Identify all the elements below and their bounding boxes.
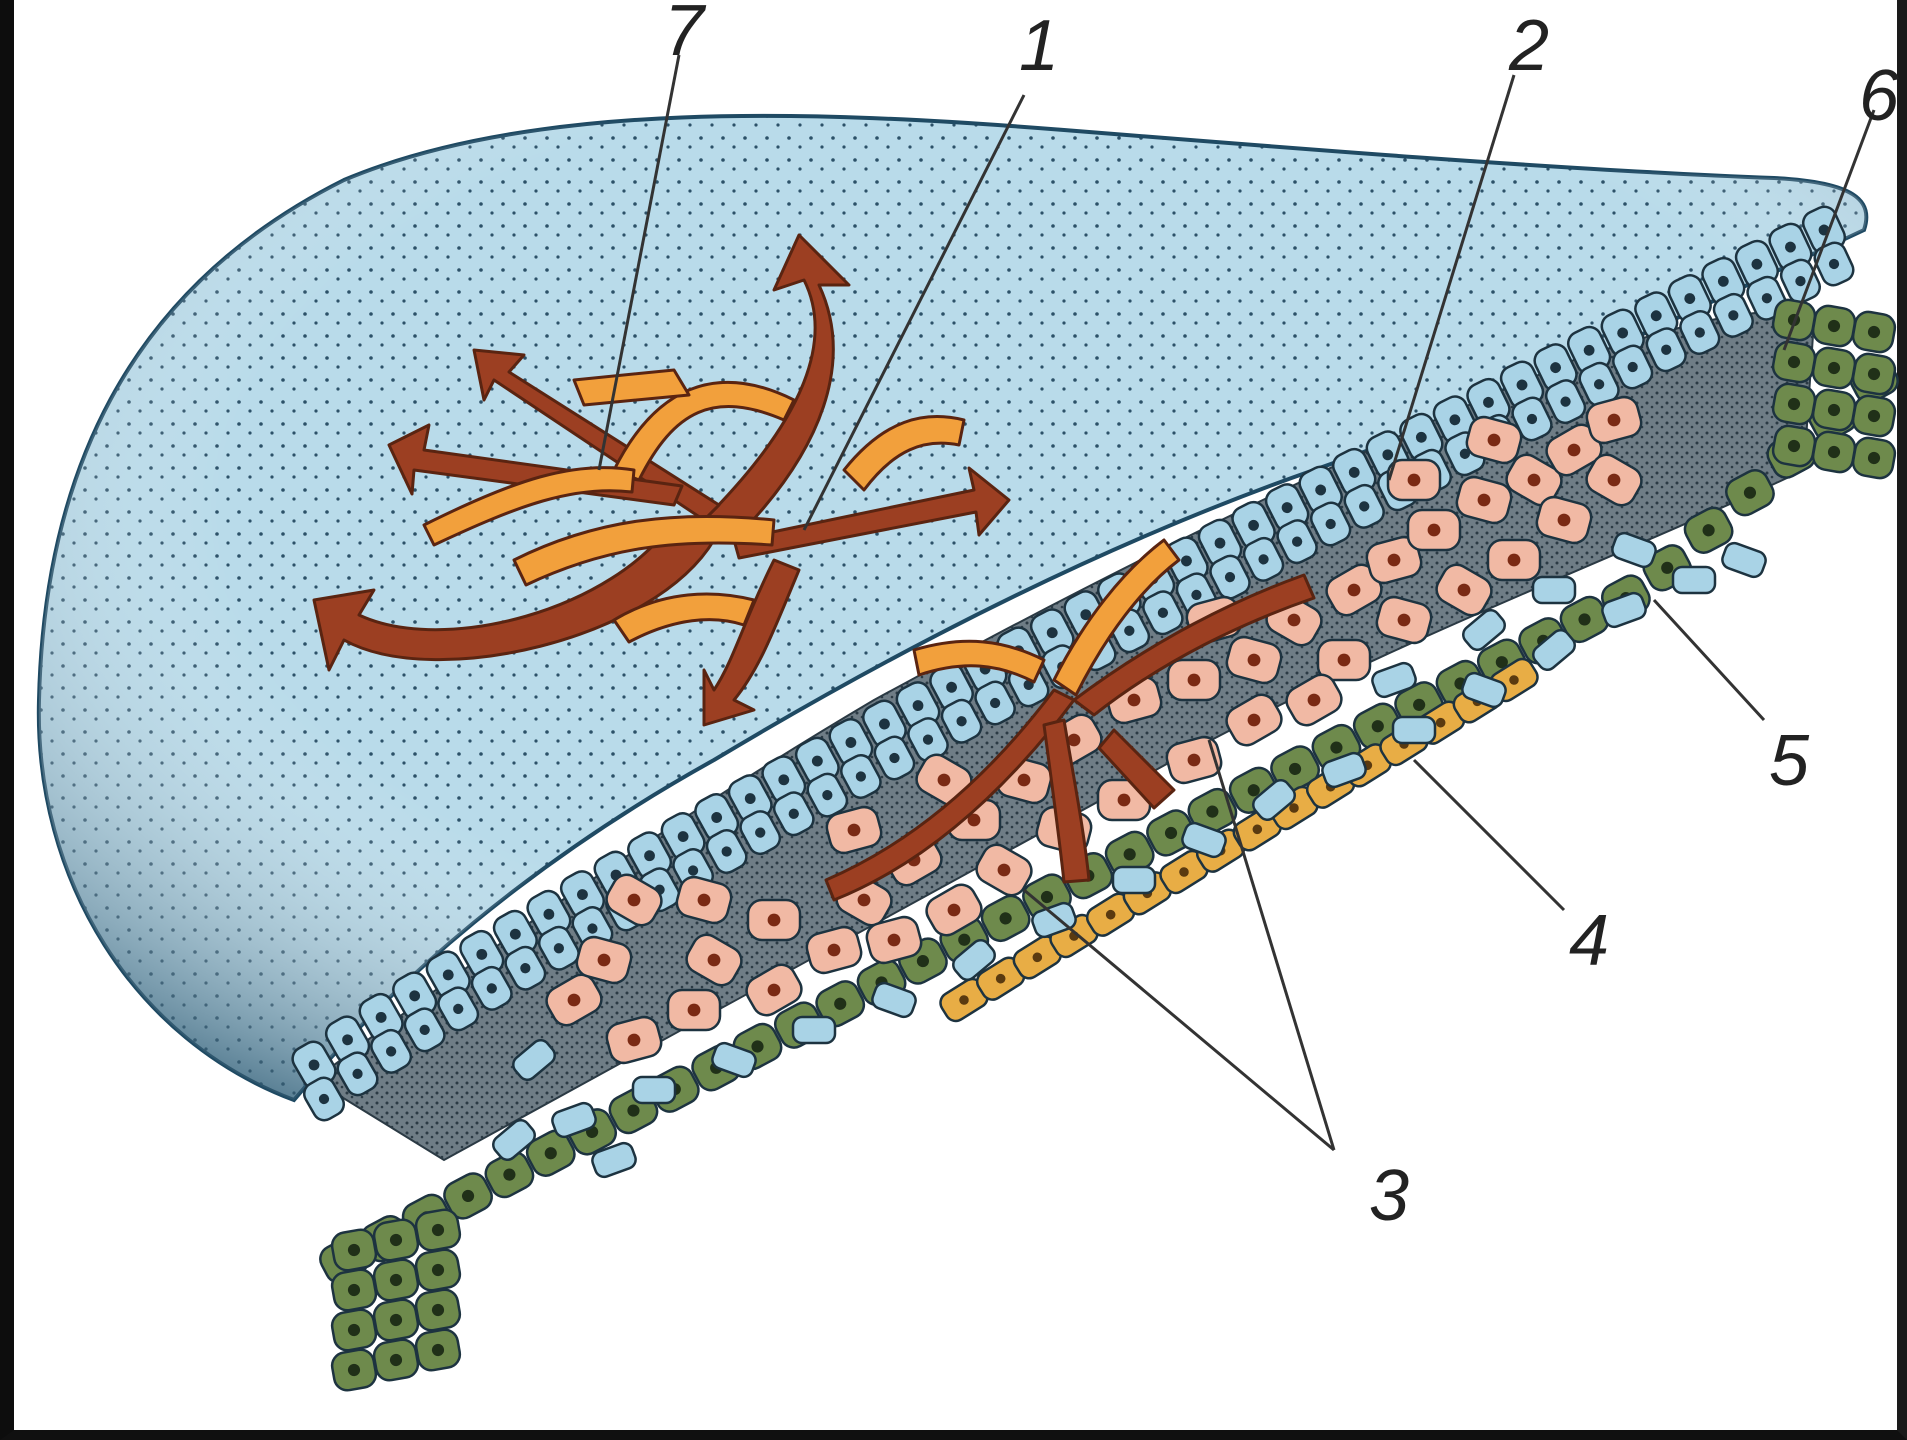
hypoblast-cell	[330, 1308, 378, 1353]
loose-blue-cell	[1533, 577, 1575, 603]
hypoblast-cell	[414, 1208, 462, 1253]
hypoblast-cell	[414, 1288, 462, 1333]
hypoblast-cell	[1811, 388, 1857, 432]
hypoblast-cell	[372, 1298, 420, 1343]
hypoblast-cell	[1811, 346, 1857, 390]
loose-blue-cell	[870, 981, 918, 1020]
hypoblast-cell	[414, 1328, 462, 1373]
hypoblast-cell	[372, 1258, 420, 1303]
label-3: 3	[1369, 1156, 1409, 1236]
label-2: 2	[1508, 6, 1549, 86]
mesoderm-cell	[1408, 510, 1460, 550]
label-5: 5	[1769, 721, 1810, 801]
mesoderm-cell	[1318, 640, 1370, 680]
loose-blue-cell	[793, 1017, 835, 1043]
loose-blue-cell	[1673, 567, 1715, 593]
hypoblast-cell	[1771, 424, 1817, 468]
mesoderm-cell	[1488, 540, 1540, 580]
hypoblast-cell	[1851, 394, 1897, 438]
loose-blue-cell	[633, 1077, 675, 1103]
hypoblast-cell	[1811, 430, 1857, 474]
embryo-diagram: 7 1 2 6 5 4 3	[14, 0, 1907, 1440]
label-6: 6	[1859, 56, 1900, 136]
hypoblast-cell	[1771, 382, 1817, 426]
mesoderm-cell	[668, 990, 720, 1030]
hypoblast-cell	[372, 1338, 420, 1383]
hypoblast-cell	[372, 1218, 420, 1263]
loose-blue-cell	[1393, 717, 1435, 743]
hypoblast-cell	[1811, 304, 1857, 348]
label-7: 7	[664, 0, 707, 71]
hypoblast-cell	[330, 1348, 378, 1393]
label-1: 1	[1019, 6, 1059, 86]
hypoblast-cell	[330, 1268, 378, 1313]
hypoblast-cell	[1851, 352, 1897, 396]
loose-blue-cell	[1720, 541, 1768, 580]
mesoderm-cell	[1388, 460, 1440, 500]
hypoblast-cell	[1771, 340, 1817, 384]
label-4: 4	[1569, 901, 1609, 981]
hypoblast-cell	[1851, 310, 1897, 354]
mesoderm-cell	[748, 900, 800, 940]
hypoblast-cell	[1851, 436, 1897, 480]
hypoblast-cell	[414, 1248, 462, 1293]
mesoderm-cell	[1168, 660, 1220, 700]
loose-blue-cell	[1113, 867, 1155, 893]
hypoblast-cell	[330, 1228, 378, 1273]
